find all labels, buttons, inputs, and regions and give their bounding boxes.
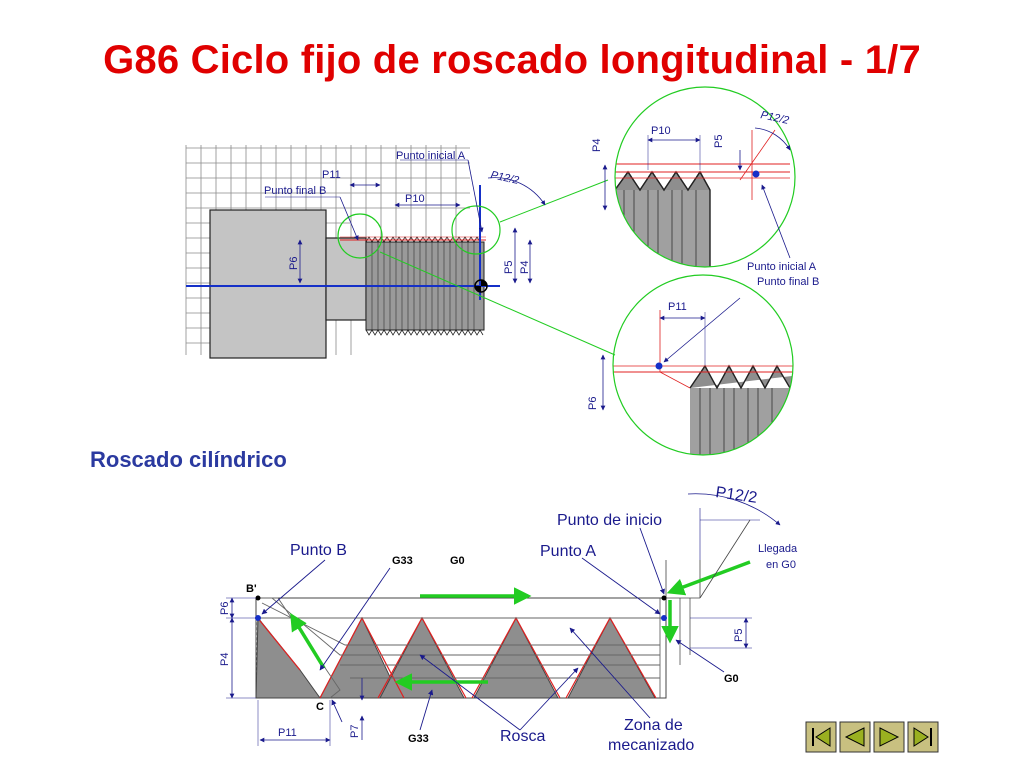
label-p5-bottom: P5	[733, 629, 745, 642]
label-zona-line2: mecanizado	[608, 737, 694, 754]
label-b-prime: B'	[246, 583, 257, 595]
page-title: G86 Ciclo fijo de roscado longitudinal -…	[103, 38, 921, 82]
label-g0-right: G0	[724, 673, 739, 685]
next-icon	[879, 727, 900, 747]
label-p6-bottom: P6	[219, 602, 231, 615]
zoom-label-p12-2: P12/2	[759, 109, 790, 127]
label-punto-a: Punto A	[540, 543, 596, 560]
last-icon	[913, 727, 932, 747]
label-p12-2-bottom: P12/2	[714, 484, 758, 507]
workpiece-body	[209, 209, 327, 359]
label-p5: P5	[503, 261, 515, 274]
first-slide-button[interactable]	[805, 721, 837, 753]
workpiece-neck	[325, 237, 367, 321]
label-llegada-line2: en G0	[766, 559, 796, 571]
zoom-label-p11: P11	[668, 301, 687, 313]
zoom-bottom-detail: P11 P6	[587, 274, 794, 456]
label-p12-2: P12/2	[489, 169, 520, 187]
label-punto-final-b: Punto final B	[264, 185, 326, 197]
point-b-prime	[255, 595, 261, 601]
point-b	[255, 615, 261, 621]
label-p4-bottom: P4	[219, 653, 231, 666]
zoom-label-p6: P6	[587, 397, 599, 410]
label-g33-top: G33	[392, 555, 413, 567]
label-llegada-line1: Llegada	[758, 543, 798, 555]
label-rosca: Rosca	[500, 728, 545, 745]
label-zona-line1: Zona de	[624, 717, 683, 734]
label-p7: P7	[349, 725, 361, 738]
label-c: C	[316, 701, 324, 713]
top-thread-diagram: Punto inicial A P11 Punto final B P10 P1…	[185, 145, 616, 359]
first-icon	[812, 727, 831, 747]
label-g33-bottom: G33	[408, 733, 429, 745]
point-start	[661, 595, 667, 601]
zoom-circle-a	[451, 205, 501, 255]
bottom-machining-diagram: P12/2 Punto de inicio Punto B Punto A G3…	[219, 484, 798, 754]
zoom-top-detail: P10 P5 P4 P12/2 Punto inicial A Punto fi…	[591, 86, 819, 288]
label-p11: P11	[322, 169, 341, 181]
label-punto-inicial-a: Punto inicial A	[396, 150, 466, 162]
zoom-label-p5: P5	[713, 135, 725, 148]
label-g0-top: G0	[450, 555, 465, 567]
next-slide-button[interactable]	[873, 721, 905, 753]
label-p6: P6	[288, 257, 300, 270]
label-p10: P10	[405, 193, 425, 205]
label-p4: P4	[519, 261, 531, 274]
label-p11-bottom: P11	[278, 727, 297, 739]
section-subtitle: Roscado cilíndrico	[90, 447, 287, 472]
point-a	[661, 615, 667, 621]
slide-navigation	[805, 721, 939, 753]
zoom-label-p4: P4	[591, 139, 603, 152]
last-slide-button[interactable]	[907, 721, 939, 753]
label-punto-de-inicio: Punto de inicio	[557, 512, 662, 529]
zoom-circle-b	[337, 213, 383, 259]
zoom-label-p10: P10	[651, 125, 671, 137]
label-punto-b: Punto B	[290, 542, 347, 559]
zoom-label-punto-inicial-a: Punto inicial A	[747, 261, 817, 273]
previous-slide-button[interactable]	[839, 721, 871, 753]
zoom-label-punto-final-b: Punto final B	[757, 276, 819, 288]
previous-icon	[844, 727, 865, 747]
